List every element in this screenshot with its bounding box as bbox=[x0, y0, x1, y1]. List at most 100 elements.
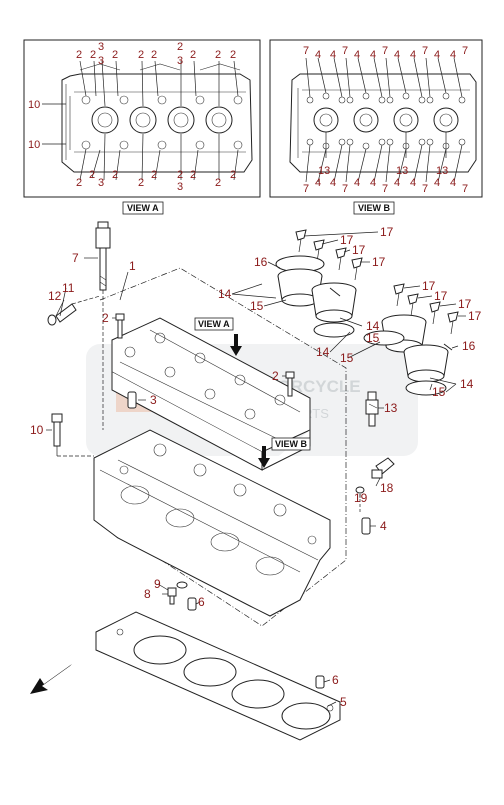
view-b-mark: 4 bbox=[330, 49, 336, 61]
arrow-down-left-icon bbox=[30, 664, 72, 694]
view-a-mark: 2 bbox=[151, 49, 157, 61]
part-3-dowel bbox=[127, 391, 137, 409]
part-18-sensor bbox=[371, 457, 395, 479]
part-2-bolt-right bbox=[285, 371, 295, 397]
label-part-17: 17 bbox=[352, 243, 366, 257]
view-b-mark: 4 bbox=[434, 49, 440, 61]
view-b-mark: 4 bbox=[410, 49, 416, 61]
label-part-7: 7 bbox=[72, 251, 79, 265]
label-part-4: 4 bbox=[380, 519, 387, 533]
view-a-journals bbox=[65, 84, 246, 160]
view-b-mark: 4 bbox=[315, 49, 321, 61]
view-a-mark: 2 bbox=[76, 177, 82, 189]
label-part-15: 15 bbox=[366, 331, 380, 345]
view-a-mark: 2 bbox=[177, 41, 183, 53]
view-a-mark: 2 bbox=[76, 49, 82, 61]
arrow-down-icon bbox=[258, 446, 270, 468]
part-6-dowel-lower bbox=[315, 675, 325, 689]
view-b-callout: VIEW B bbox=[275, 439, 308, 449]
view-a-top-labels: 2 2 3 3 2 2 2 2 3 2 2 2 bbox=[76, 41, 236, 67]
view-a-leaders bbox=[42, 60, 239, 181]
view-a-mark: 2 bbox=[112, 49, 118, 61]
view-b-mark: 13 bbox=[436, 165, 448, 177]
view-b-mark: 4 bbox=[370, 177, 376, 189]
view-b-mark: 7 bbox=[342, 183, 348, 195]
label-part-10: 10 bbox=[30, 423, 44, 437]
view-b-caption: VIEW B bbox=[358, 203, 391, 213]
view-b-mark: 4 bbox=[394, 177, 400, 189]
label-part-15: 15 bbox=[340, 351, 354, 365]
view-b-mark: 4 bbox=[354, 177, 360, 189]
view-b-mark: 4 bbox=[434, 177, 440, 189]
view-b-mark: 7 bbox=[303, 45, 309, 57]
label-part-17: 17 bbox=[422, 279, 436, 293]
part-5-head-gasket bbox=[95, 611, 341, 741]
label-part-18: 18 bbox=[380, 481, 394, 495]
view-b-mark: 4 bbox=[370, 49, 376, 61]
part-8-9-small-bolt bbox=[167, 581, 188, 605]
view-a-mark: 2 bbox=[190, 49, 196, 61]
label-part-6: 6 bbox=[198, 595, 205, 609]
view-a-mark: 2 bbox=[112, 169, 118, 181]
view-a-mark: 2 bbox=[90, 49, 96, 61]
part-number-labels: 1 7 11 12 2 3 10 2 16 14 15 14 14 15 15 … bbox=[30, 225, 482, 709]
view-b-mark: 7 bbox=[462, 183, 468, 195]
label-part-13: 13 bbox=[384, 401, 398, 415]
label-part-11: 11 bbox=[62, 281, 75, 295]
label-part-17: 17 bbox=[434, 289, 448, 303]
view-a-caption: VIEW A bbox=[127, 203, 159, 213]
view-b-top-labels: 7 4 4 7 4 4 7 4 4 7 4 4 7 bbox=[303, 45, 468, 61]
label-part-19: 19 bbox=[354, 491, 368, 505]
label-part-6: 6 bbox=[332, 673, 339, 687]
label-part-17: 17 bbox=[372, 255, 386, 269]
view-b-leaders bbox=[305, 57, 463, 183]
part-17-screws bbox=[295, 229, 459, 335]
label-part-9: 9 bbox=[154, 577, 161, 591]
part-11-12-bolt-washer bbox=[47, 295, 101, 326]
view-a-mark: 2 bbox=[190, 169, 196, 181]
view-b-mark: 7 bbox=[422, 45, 428, 57]
view-b-mark: 13 bbox=[318, 165, 330, 177]
view-b-mark: 4 bbox=[394, 49, 400, 61]
view-a-mark: 10 bbox=[28, 139, 40, 151]
label-part-8: 8 bbox=[144, 587, 151, 601]
label-part-17: 17 bbox=[458, 297, 472, 311]
view-a-callout: VIEW A bbox=[198, 319, 230, 329]
view-a-bottom-labels: 2 2 3 2 2 2 2 3 2 2 2 bbox=[76, 169, 236, 193]
label-part-2: 2 bbox=[102, 311, 109, 325]
label-part-17: 17 bbox=[340, 233, 354, 247]
view-a-mark: 3 bbox=[177, 55, 183, 67]
label-part-15: 15 bbox=[250, 299, 264, 313]
label-part-17: 17 bbox=[468, 309, 482, 323]
view-b-mark: 7 bbox=[462, 45, 468, 57]
label-part-14: 14 bbox=[460, 377, 474, 391]
view-a-mark: 3 bbox=[98, 41, 104, 53]
label-part-5: 5 bbox=[340, 695, 347, 709]
view-b-mark: 4 bbox=[410, 177, 416, 189]
view-a-mark: 2 bbox=[151, 169, 157, 181]
view-b-mark: 7 bbox=[422, 183, 428, 195]
view-a-mark: 2 bbox=[89, 169, 95, 181]
part-7-long-bolt bbox=[95, 221, 111, 430]
view-b-mark: 7 bbox=[303, 183, 309, 195]
view-b-inset: 7 4 4 7 4 4 7 4 4 7 4 4 7 7 4 13 4 7 4 4… bbox=[269, 39, 483, 215]
view-a-mark: 2 bbox=[215, 49, 221, 61]
view-a-mark: 3 bbox=[98, 55, 104, 67]
intake-boot-upper-1 bbox=[275, 255, 325, 307]
view-a-inset: 2 2 3 3 2 2 2 2 3 2 2 2 10 10 2 2 3 2 2 … bbox=[23, 39, 261, 215]
part-4-pipe bbox=[361, 517, 371, 535]
view-a-mark: 2 bbox=[215, 177, 221, 189]
label-part-17: 17 bbox=[380, 225, 394, 239]
leader-lines bbox=[46, 231, 466, 707]
view-a-mark: 3 bbox=[177, 181, 183, 193]
cylinder-head: VIEW A VIEW B bbox=[93, 267, 347, 627]
view-b-mark: 4 bbox=[315, 177, 321, 189]
view-a-mark: 2 bbox=[177, 169, 183, 181]
view-b-mark: 4 bbox=[450, 177, 456, 189]
part-13-spark-plug bbox=[365, 391, 379, 427]
intake-boot-lower-2 bbox=[403, 344, 449, 396]
view-b-mark: 13 bbox=[396, 165, 408, 177]
label-part-14: 14 bbox=[366, 319, 380, 333]
